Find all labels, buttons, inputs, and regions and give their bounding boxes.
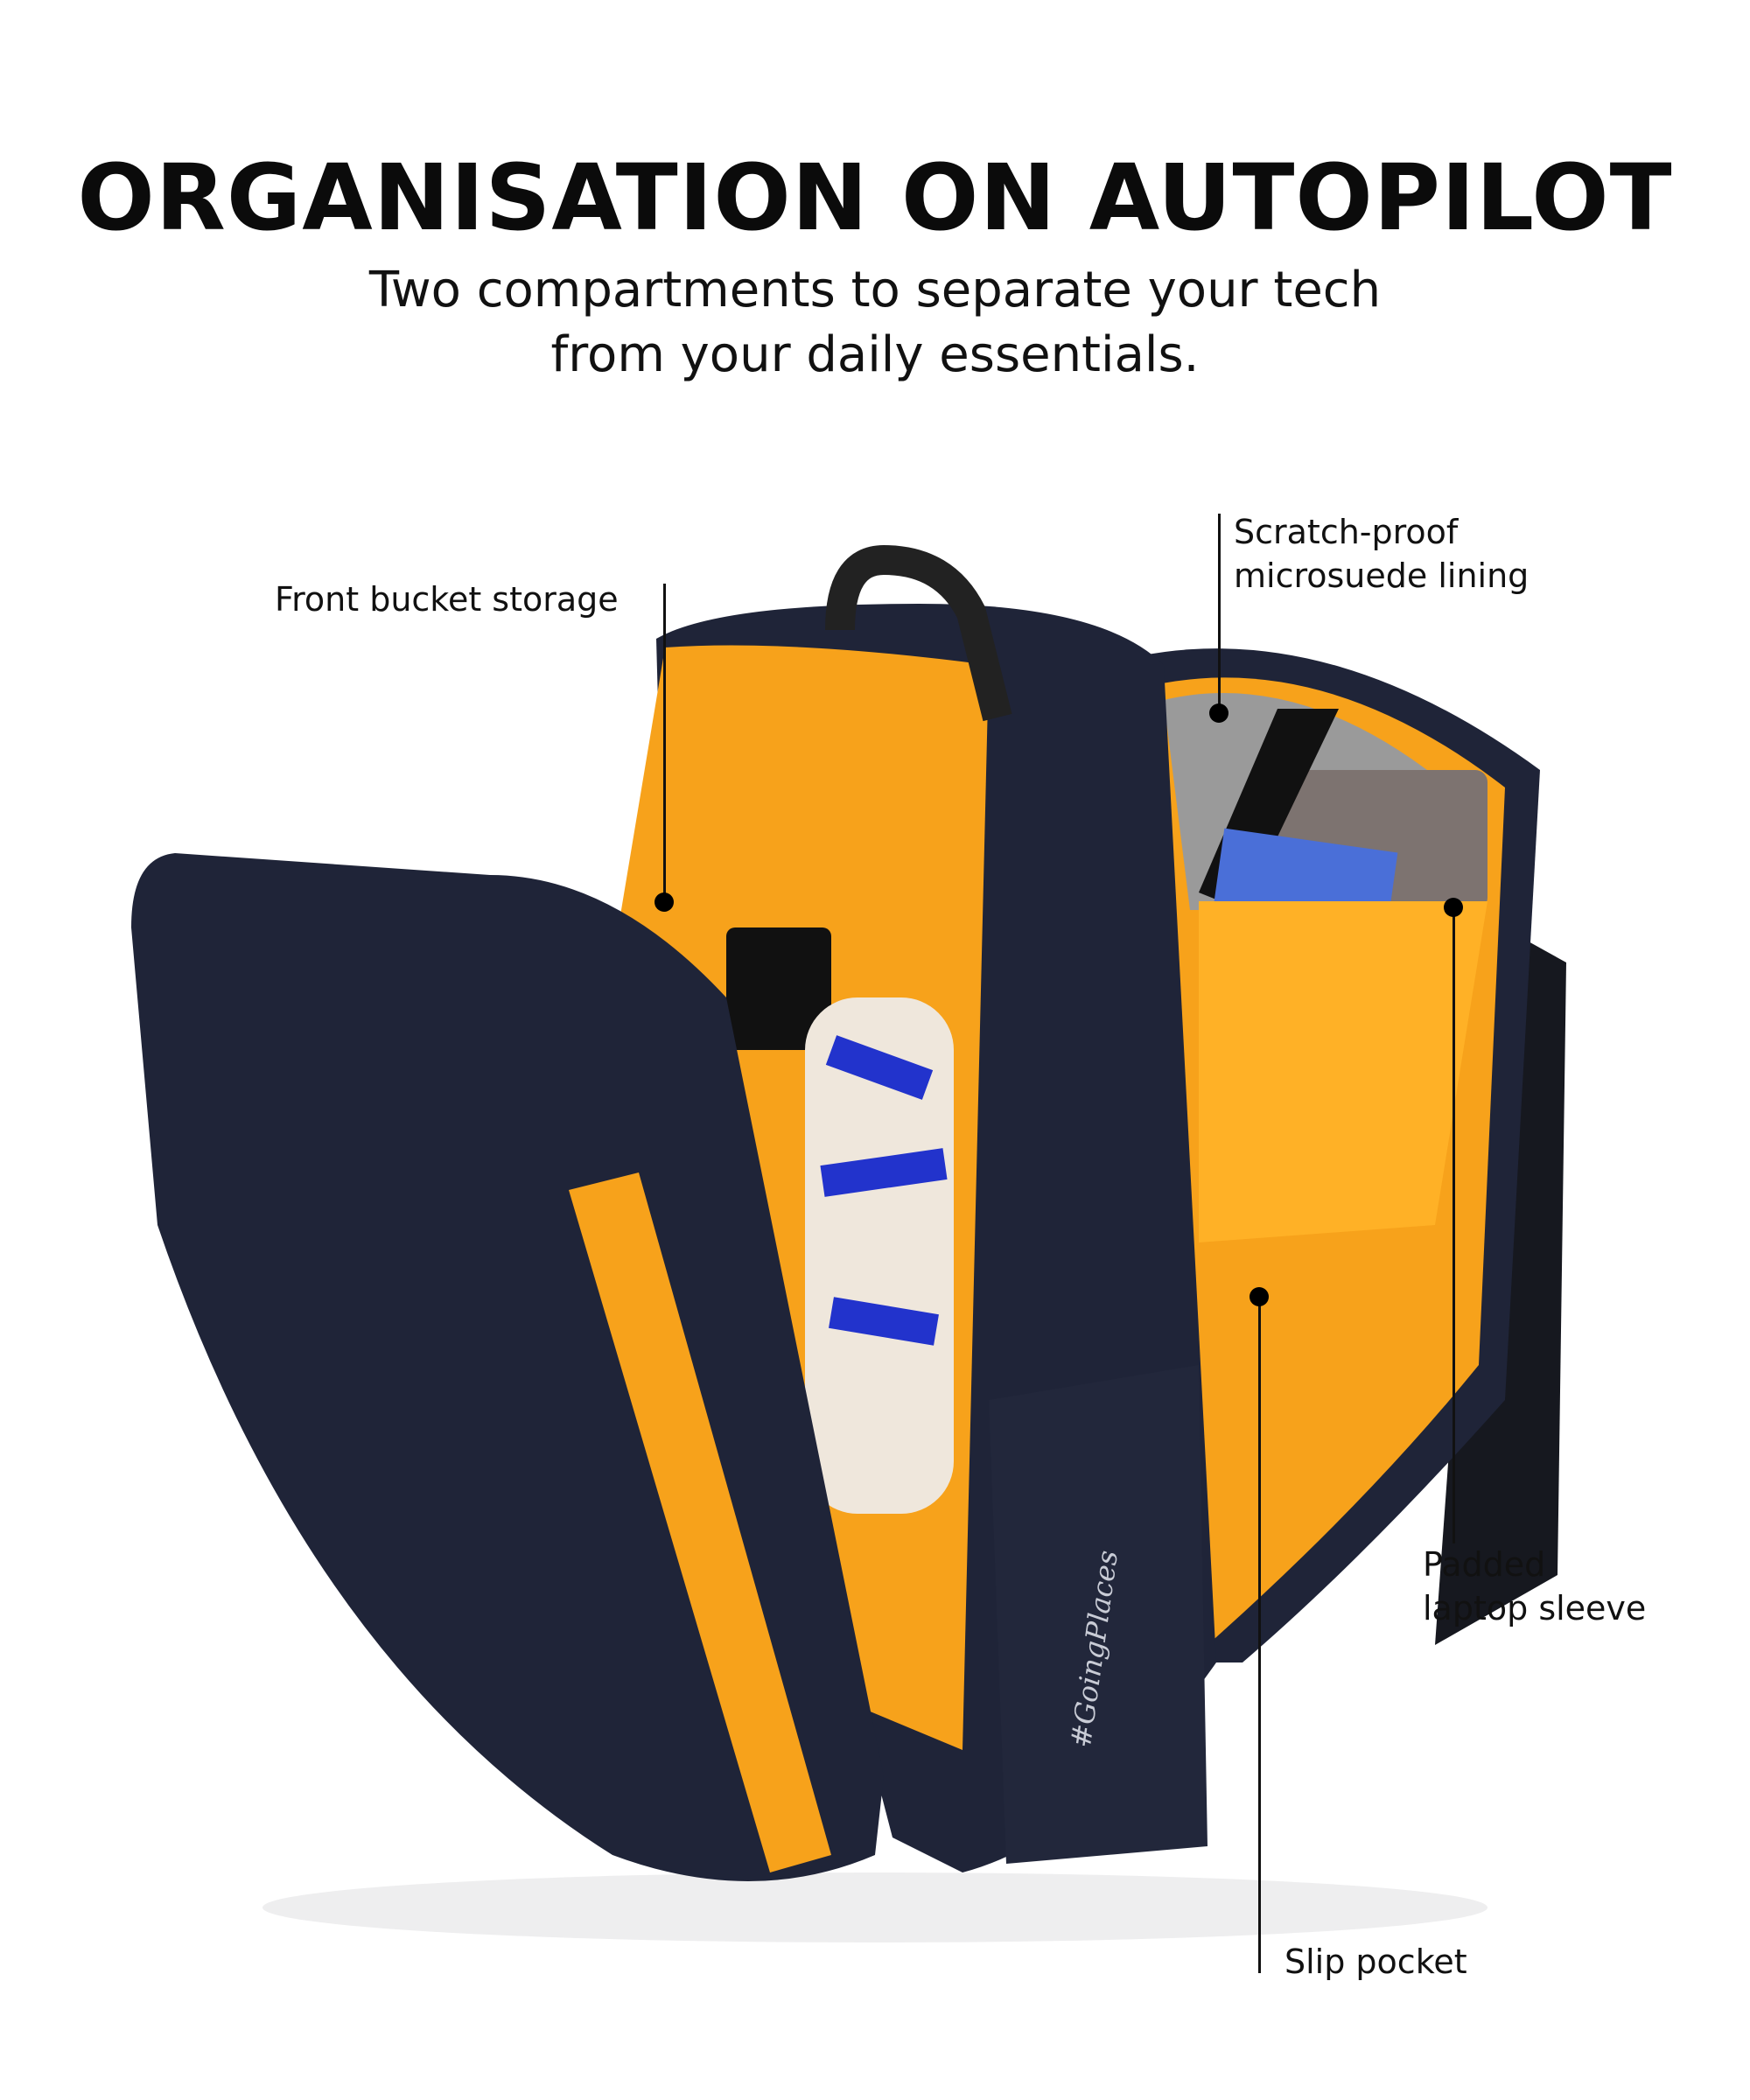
rolled-towel bbox=[805, 998, 954, 1514]
towel-pattern bbox=[820, 1035, 948, 1346]
callout-slip-pocket: Slip pocket bbox=[1284, 1940, 1467, 1984]
callout-text-line-1: Padded bbox=[1423, 1545, 1546, 1584]
callout-padded-laptop-sleeve: Padded laptop sleeve bbox=[1423, 1543, 1646, 1630]
callout-line bbox=[1452, 907, 1455, 1544]
callout-text-line-2: microsuede lining bbox=[1234, 556, 1530, 595]
callout-text-line-2: laptop sleeve bbox=[1423, 1589, 1647, 1628]
callout-dot bbox=[1209, 704, 1228, 723]
perfume-bottle bbox=[726, 928, 831, 1050]
callout-text: Front bucket storage bbox=[275, 580, 619, 619]
callout-front-bucket-storage: Front bucket storage bbox=[275, 578, 619, 621]
shadow bbox=[262, 1872, 1488, 1942]
callout-line bbox=[663, 584, 666, 902]
callout-dot bbox=[654, 892, 674, 912]
top-handle bbox=[825, 544, 1012, 722]
subheadline-line-1: Two compartments to separate your tech bbox=[368, 262, 1382, 318]
callout-line bbox=[1218, 514, 1221, 713]
callout-dot bbox=[1250, 1287, 1269, 1306]
headline: ORGANISATION ON AUTOPILOT bbox=[77, 144, 1673, 251]
callout-text-line-1: Scratch-proof bbox=[1234, 513, 1459, 551]
callout-line bbox=[1258, 1297, 1261, 1973]
callout-dot bbox=[1444, 898, 1463, 917]
front-flap bbox=[131, 853, 884, 1881]
slip-pocket-panel bbox=[1199, 901, 1488, 1242]
subheadline-line-2: from your daily essentials. bbox=[550, 326, 1200, 383]
callout-text: Slip pocket bbox=[1284, 1942, 1467, 1981]
callout-microsuede-lining: Scratch-proof microsuede lining bbox=[1234, 510, 1529, 598]
orange-accent-strip bbox=[569, 1172, 831, 1872]
subheadline: Two compartments to separate your tech f… bbox=[0, 258, 1750, 388]
front-pocket bbox=[989, 1365, 1208, 1864]
